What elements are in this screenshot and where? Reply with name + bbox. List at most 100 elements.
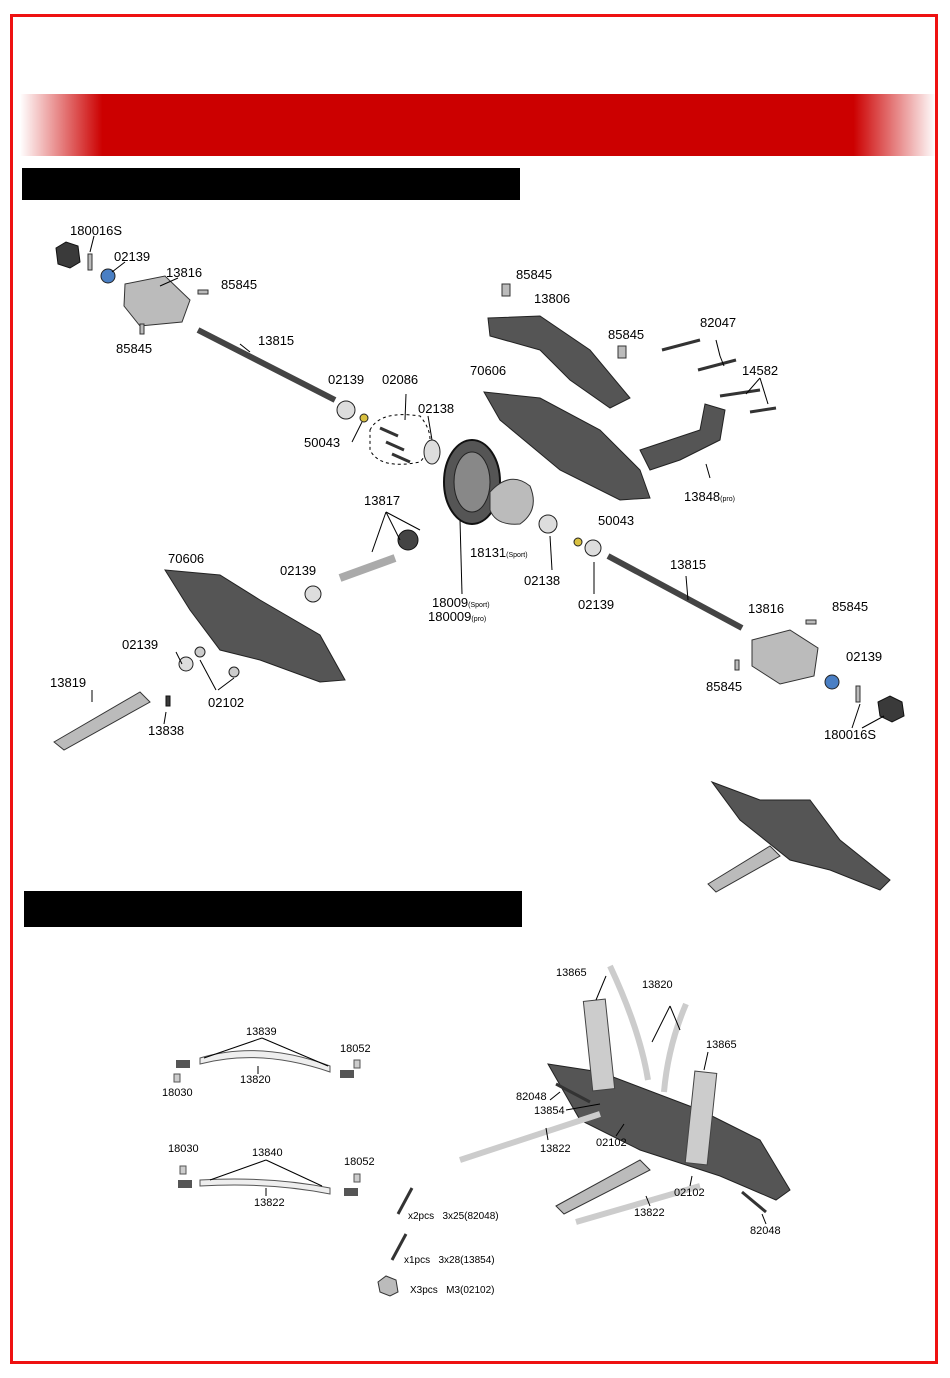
part-label: 82047 (700, 315, 737, 330)
hub-carrier-icon (751, 629, 819, 685)
part-label: 50043 (598, 513, 635, 528)
skid-plate-icon (639, 403, 726, 471)
ball-stud-icon (179, 1165, 187, 1175)
driveshaft-icon (707, 845, 781, 893)
screw-icon (734, 659, 740, 671)
ball-stud-icon (353, 1059, 361, 1069)
part-label: 85845 (116, 341, 153, 356)
nut-icon (228, 666, 240, 678)
input-shaft-icon (338, 554, 397, 582)
part-label: 02102 (674, 1187, 705, 1199)
rod-end-icon (178, 1180, 192, 1188)
screw-icon (555, 1082, 591, 1104)
screw-icon (617, 345, 627, 359)
screw-icon (805, 619, 817, 625)
part-label: 180016S (70, 223, 123, 238)
part-label: 50043 (304, 435, 341, 450)
nut-icon (194, 646, 206, 658)
shock-absorber-icon (684, 1070, 718, 1166)
pin-icon (379, 426, 399, 438)
bearing-icon (584, 539, 602, 557)
part-label: 180016S (824, 727, 877, 742)
screw-icon (165, 695, 171, 707)
part-label: 13820 (240, 1074, 271, 1086)
part-label: 02139 (328, 372, 365, 387)
screw-icon (197, 289, 209, 295)
differential-case-icon (489, 478, 534, 525)
link-rod-icon (607, 964, 651, 1081)
axle-exploded-view (53, 235, 905, 751)
part-label: 02138 (524, 573, 561, 588)
suspension-assembled-view (459, 964, 791, 1225)
screw-icon (749, 406, 777, 414)
part-label: 02139 (846, 649, 883, 664)
part-label: 180009(pro) (428, 609, 487, 624)
link-rod-icon (575, 1183, 701, 1225)
part-label: 13817 (364, 493, 401, 508)
part-label: 18009(Sport) (432, 595, 490, 610)
part-label: 13822 (540, 1143, 571, 1155)
part-label: 02138 (418, 401, 455, 416)
e-clip-icon (573, 537, 583, 547)
assembled-axle-view (707, 780, 891, 893)
part-label: 13815 (670, 557, 707, 572)
part-label: 13865 (556, 967, 587, 979)
page-border (10, 14, 938, 1364)
part-label: 85845 (221, 277, 258, 292)
part-label: 02139 (280, 563, 317, 578)
part-label: 82048 (750, 1225, 781, 1237)
link-rod-icon (459, 1111, 601, 1163)
hex-hub-icon (877, 695, 905, 723)
part-label: 02139 (122, 637, 159, 652)
section-header-bar-axle (22, 168, 520, 200)
part-label: 13848(pro) (684, 489, 735, 504)
screw-icon (741, 1190, 767, 1214)
part-label: 02139 (578, 597, 615, 612)
pin-icon (391, 452, 411, 464)
shock-absorber-icon (582, 998, 616, 1092)
driveshaft-icon (53, 691, 151, 751)
screw-icon (390, 1233, 408, 1261)
part-label: 02086 (382, 372, 419, 387)
part-label: 14582 (742, 363, 779, 378)
part-label: 18131(Sport) (470, 545, 528, 560)
bearing-icon (100, 268, 116, 284)
pinion-gear-icon (397, 529, 419, 551)
title-banner (20, 94, 936, 156)
screw-icon (719, 388, 761, 398)
part-label: 13854 (534, 1105, 565, 1117)
part-label: 18052 (340, 1043, 371, 1055)
part-label: 13816 (166, 265, 203, 280)
screw-icon (661, 338, 701, 352)
link-rod-icon (199, 1178, 331, 1195)
axle-housing-icon (164, 569, 346, 683)
part-label: 70606 (470, 363, 507, 378)
screw-icon (501, 283, 511, 297)
suspension-links (173, 1037, 414, 1297)
part-label: 85845 (516, 267, 553, 282)
part-label: 70606 (168, 551, 205, 566)
part-label: 18030 (168, 1143, 199, 1155)
e-clip-icon (359, 413, 369, 423)
part-label: 13822 (634, 1207, 665, 1219)
screw-icon (139, 323, 145, 335)
pin-icon (87, 253, 93, 271)
part-label: 13865 (706, 1039, 737, 1051)
part-label: 85845 (706, 679, 743, 694)
part-label: 02102 (596, 1137, 627, 1149)
axle-shaft-icon (606, 553, 744, 631)
section-header-bar-suspension (24, 891, 522, 927)
axle-housing-icon (483, 391, 651, 501)
screw-icon (697, 358, 737, 372)
hex-hub-icon (55, 241, 81, 269)
hardware-note-screw-b: x1pcs 3x28(13854) (404, 1255, 495, 1266)
part-label: 85845 (608, 327, 645, 342)
bearing-icon (304, 585, 322, 603)
link-rod-icon (661, 1002, 689, 1093)
bearing-icon (178, 656, 194, 672)
bearing-icon (423, 439, 441, 465)
part-label: 13840 (252, 1147, 283, 1159)
part-label: 13806 (534, 291, 571, 306)
axle-housing-icon (547, 1063, 791, 1201)
